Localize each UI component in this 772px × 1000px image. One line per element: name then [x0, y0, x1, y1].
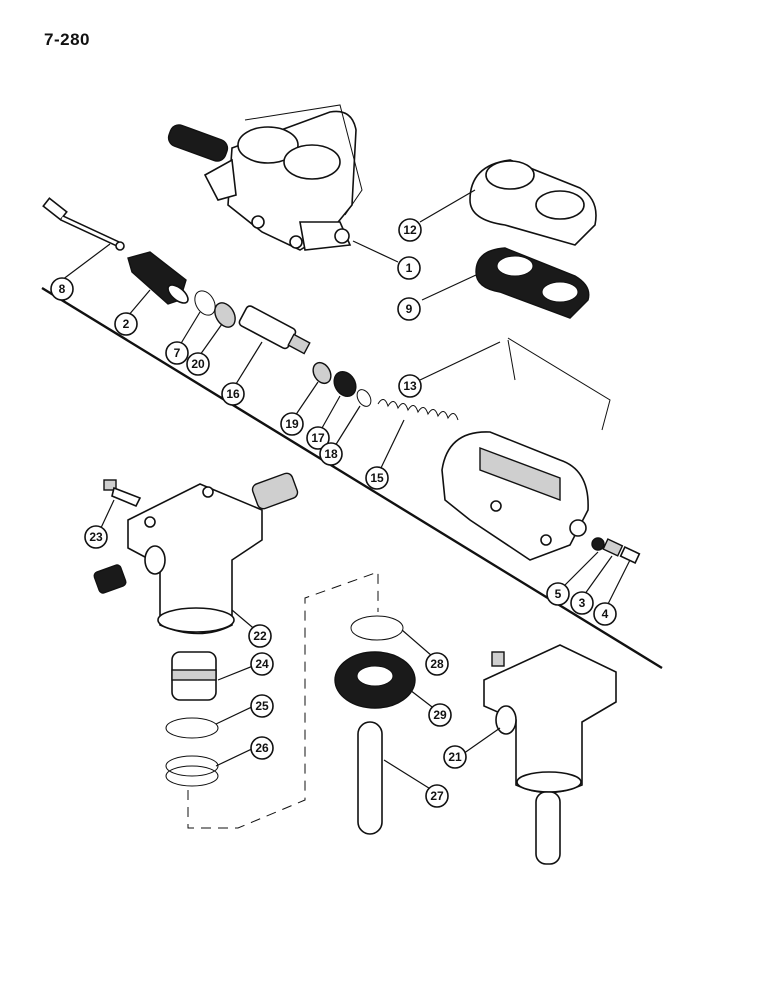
- svg-text:3: 3: [579, 596, 586, 610]
- slave-cylinder-assembly: [483, 644, 617, 865]
- callout-24: 24: [250, 652, 274, 676]
- svg-text:22: 22: [253, 629, 267, 643]
- callout-25: 25: [250, 694, 274, 718]
- callout-1: 1: [397, 256, 421, 280]
- dust-boot: [127, 251, 189, 305]
- svg-text:12: 12: [403, 223, 417, 237]
- svg-text:9: 9: [406, 302, 413, 316]
- svg-text:1: 1: [406, 261, 413, 275]
- snap-ring: [194, 290, 216, 316]
- callout-23: 23: [84, 525, 108, 549]
- master-cylinder-assembly: [167, 104, 363, 251]
- svg-text:4: 4: [602, 607, 609, 621]
- slave-cylinder-body: [93, 472, 299, 635]
- callout-20: 20: [186, 352, 210, 376]
- slave-piston: [171, 651, 217, 701]
- svg-text:18: 18: [324, 447, 338, 461]
- primary-piston: [238, 305, 311, 355]
- callout-29: 29: [428, 703, 452, 727]
- callout-7: 7: [165, 341, 189, 365]
- stop-washer: [214, 302, 236, 328]
- svg-text:5: 5: [555, 587, 562, 601]
- callout-18: 18: [319, 442, 343, 466]
- svg-text:16: 16: [226, 387, 240, 401]
- svg-text:7: 7: [174, 346, 181, 360]
- page-number: 7-280: [44, 30, 90, 49]
- svg-text:19: 19: [285, 417, 299, 431]
- svg-text:2: 2: [123, 317, 130, 331]
- callout-3: 3: [570, 591, 594, 615]
- callout-12: 12: [398, 218, 422, 242]
- callout-27: 27: [425, 784, 449, 808]
- svg-text:24: 24: [255, 657, 269, 671]
- assembly-dashed-line: [187, 571, 379, 829]
- spring-retainer: [356, 389, 372, 407]
- slave-o-ring: [165, 717, 219, 739]
- slave-push-rod: [357, 721, 383, 835]
- cylinder-housing: [441, 431, 589, 561]
- callout-22: 22: [248, 624, 272, 648]
- reservoir-gasket: [475, 247, 590, 319]
- reservoir-cover: [469, 159, 597, 246]
- callout-9: 9: [397, 297, 421, 321]
- callout-28: 28: [425, 652, 449, 676]
- bail-wire: [507, 337, 611, 431]
- seal-assembly: [334, 651, 416, 709]
- callout-15: 15: [365, 466, 389, 490]
- svg-text:8: 8: [59, 282, 66, 296]
- svg-text:29: 29: [433, 708, 447, 722]
- svg-text:27: 27: [430, 789, 444, 803]
- piston-cup: [333, 370, 357, 398]
- callout-2: 2: [114, 312, 138, 336]
- callout-26: 26: [250, 736, 274, 760]
- svg-text:20: 20: [191, 357, 205, 371]
- retaining-ring: [350, 615, 404, 641]
- bleed-screw: [103, 479, 142, 508]
- callout-4: 4: [593, 602, 617, 626]
- svg-text:25: 25: [255, 699, 269, 713]
- callout-16: 16: [221, 382, 245, 406]
- svg-text:26: 26: [255, 741, 269, 755]
- seal-ring: [591, 537, 605, 551]
- callout-17: 17: [306, 426, 330, 450]
- slave-spring: [165, 755, 219, 787]
- svg-text:15: 15: [370, 471, 384, 485]
- callout-8: 8: [50, 277, 74, 301]
- svg-text:17: 17: [311, 431, 325, 445]
- callout-21: 21: [443, 745, 467, 769]
- svg-text:23: 23: [89, 530, 103, 544]
- svg-text:21: 21: [448, 750, 462, 764]
- return-spring: [377, 399, 459, 421]
- push-rod: [42, 197, 125, 251]
- check-valve: [602, 538, 624, 557]
- piston-seal: [312, 361, 332, 385]
- callout-19: 19: [280, 412, 304, 436]
- callout-5: 5: [546, 582, 570, 606]
- svg-text:13: 13: [403, 379, 417, 393]
- bleeder-fitting: [619, 546, 641, 564]
- svg-text:28: 28: [430, 657, 444, 671]
- callout-13: 13: [398, 374, 422, 398]
